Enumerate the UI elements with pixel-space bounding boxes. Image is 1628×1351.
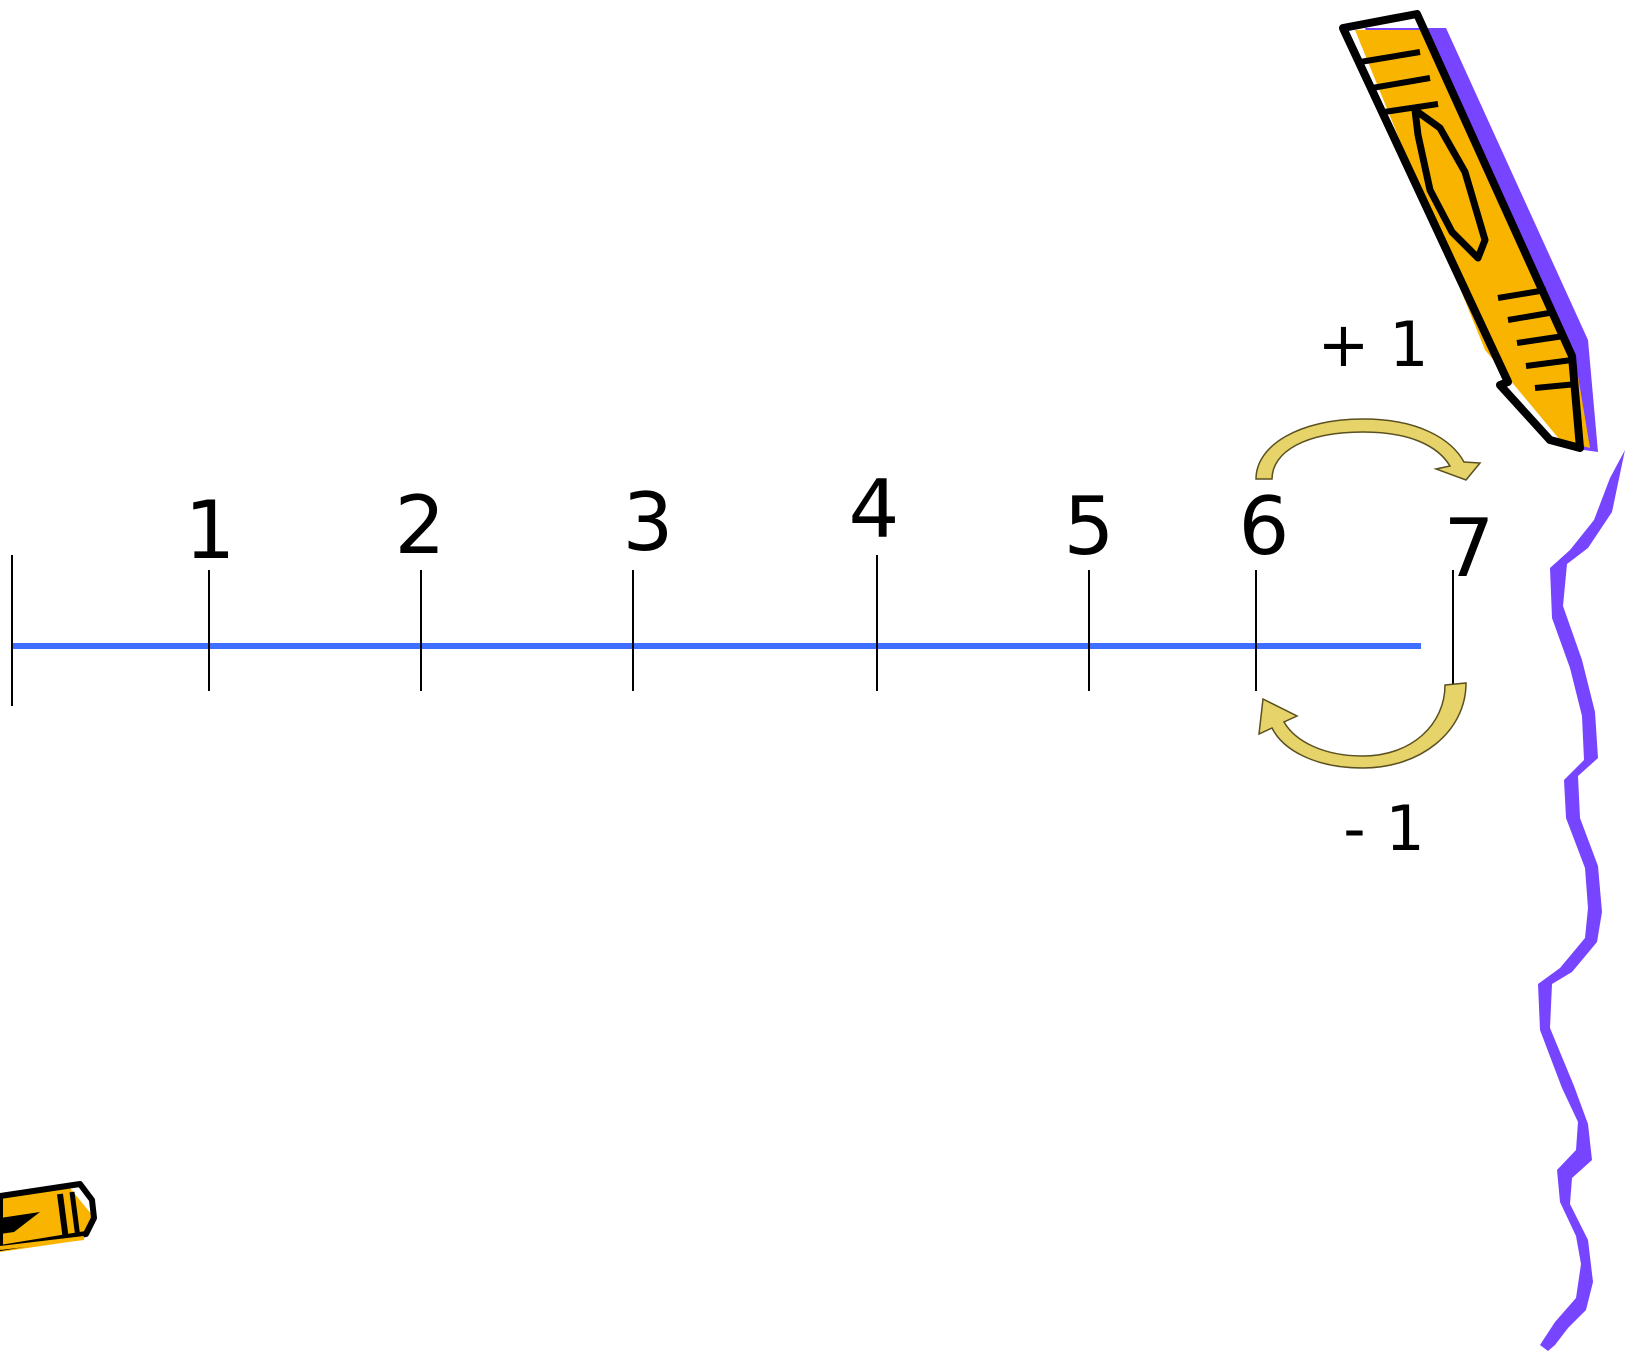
number-labels: 1 2 3 4 5 6 7 xyxy=(185,463,1495,595)
number-label-4: 4 xyxy=(849,463,900,556)
wavy-border-icon xyxy=(1538,450,1625,1351)
number-label-2: 2 xyxy=(395,479,446,572)
plus-one-arrow-icon xyxy=(1255,418,1482,481)
number-label-3: 3 xyxy=(623,476,674,569)
tick-marks xyxy=(11,555,1454,706)
number-label-1: 1 xyxy=(185,484,236,577)
number-label-7: 7 xyxy=(1444,502,1495,595)
minus-one-label: - 1 xyxy=(1343,792,1425,865)
pencil-bottom-left-icon xyxy=(0,1181,97,1252)
number-label-5: 5 xyxy=(1064,480,1115,573)
minus-one-arrow-icon xyxy=(1258,682,1467,769)
pencil-top-right-icon xyxy=(1339,10,1598,452)
number-label-6: 6 xyxy=(1239,480,1290,573)
plus-one-label: + 1 xyxy=(1317,308,1428,381)
